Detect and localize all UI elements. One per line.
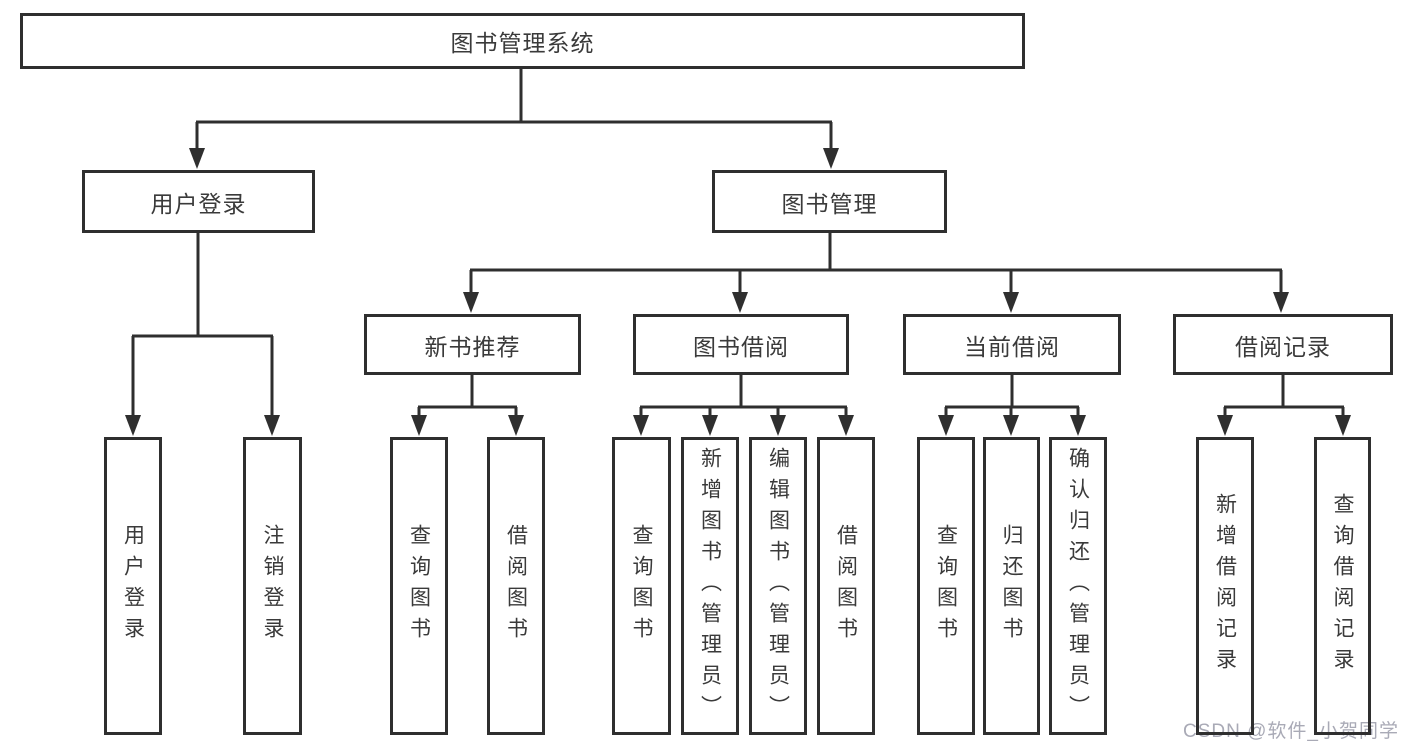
leaf-logout-label: 注销登录 (261, 524, 284, 648)
node-new-book-recommend: 新书推荐 (364, 314, 581, 375)
node-borrowing-records-label: 借阅记录 (1235, 333, 1331, 360)
leaf-query-books-current: 查询图书 (917, 437, 975, 735)
node-borrowing-records: 借阅记录 (1173, 314, 1393, 375)
leaf-user-login-label: 用户登录 (121, 524, 145, 648)
leaf-borrow-books-borrowing-label: 借阅图书 (834, 524, 858, 648)
node-library-system-label: 图书管理系统 (450, 30, 595, 56)
node-current-borrowing-label: 当前借阅 (964, 333, 1060, 360)
leaf-add-book-admin: 新增图书（管理员） (681, 437, 739, 735)
node-current-borrowing: 当前借阅 (903, 314, 1121, 375)
node-user-login: 用户登录 (82, 170, 315, 233)
leaf-confirm-return-admin-label: 确认归还（管理员） (1066, 446, 1090, 726)
leaf-query-books-recommend-label: 查询图书 (407, 524, 431, 648)
leaf-query-books-borrowing-label: 查询图书 (630, 524, 653, 648)
leaf-add-book-admin-label: 新增图书（管理员） (698, 446, 722, 726)
csdn-watermark: CSDN @软件_小贺同学 (1183, 721, 1399, 742)
leaf-add-borrow-record-label: 新增借阅记录 (1213, 493, 1237, 679)
leaf-user-login: 用户登录 (104, 437, 162, 735)
node-book-borrowing-label: 图书借阅 (693, 333, 789, 360)
leaf-edit-book-admin: 编辑图书（管理员） (749, 437, 807, 735)
leaf-borrow-books-recommend: 借阅图书 (487, 437, 545, 735)
leaf-query-borrow-record-label: 查询借阅记录 (1331, 493, 1354, 679)
node-user-login-label: 用户登录 (150, 190, 247, 217)
leaf-borrow-books-recommend-label: 借阅图书 (504, 524, 528, 648)
leaf-query-borrow-record: 查询借阅记录 (1314, 437, 1371, 735)
node-book-management-label: 图书管理 (781, 190, 878, 217)
leaf-borrow-books-borrowing: 借阅图书 (817, 437, 875, 735)
node-new-book-recommend-label: 新书推荐 (424, 333, 521, 360)
node-library-system: 图书管理系统 (20, 13, 1025, 69)
leaf-logout: 注销登录 (243, 437, 302, 735)
leaf-query-books-recommend: 查询图书 (390, 437, 448, 735)
leaf-return-books: 归还图书 (983, 437, 1040, 735)
leaf-add-borrow-record: 新增借阅记录 (1196, 437, 1254, 735)
leaf-return-books-label: 归还图书 (1000, 524, 1023, 648)
leaf-query-books-borrowing: 查询图书 (612, 437, 671, 735)
leaf-query-books-current-label: 查询图书 (934, 524, 958, 648)
leaf-confirm-return-admin: 确认归还（管理员） (1049, 437, 1107, 735)
node-book-management: 图书管理 (712, 170, 947, 233)
leaf-edit-book-admin-label: 编辑图书（管理员） (766, 446, 790, 726)
node-book-borrowing: 图书借阅 (633, 314, 849, 375)
